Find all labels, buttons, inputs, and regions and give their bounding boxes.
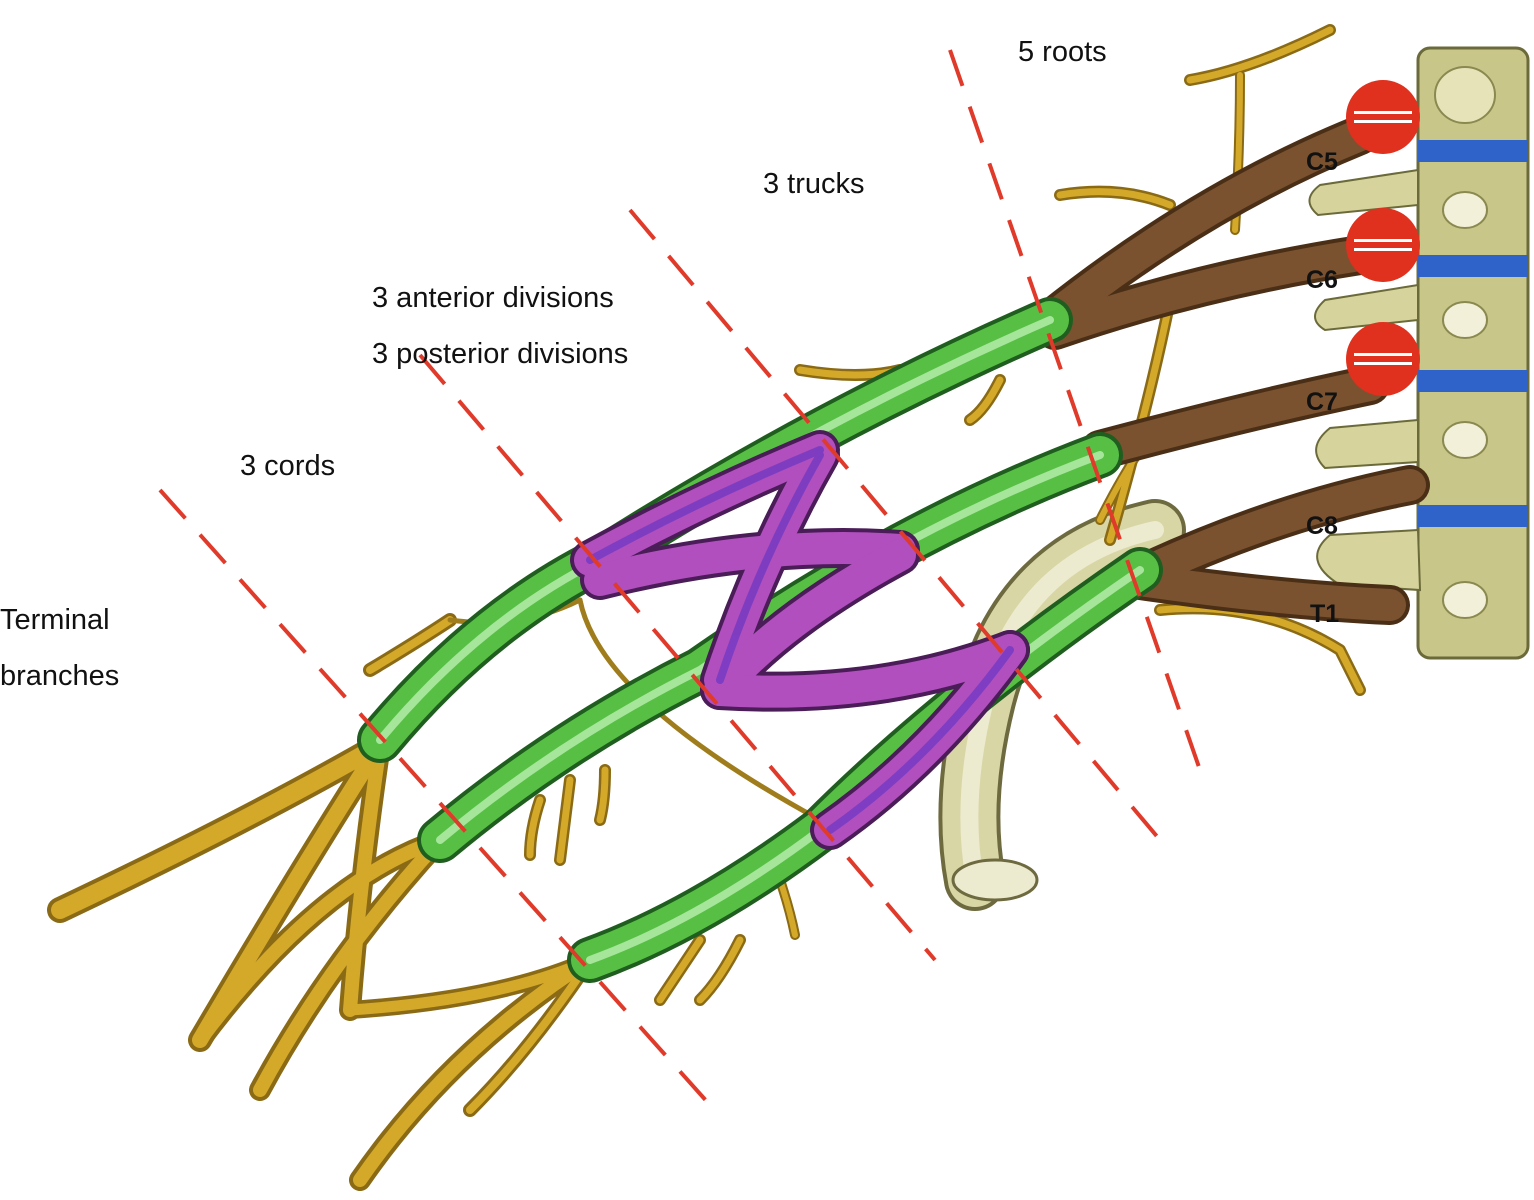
boundary-lines (158, 49, 1202, 1107)
posterior-divisions-label: 3 posterior divisions (372, 338, 629, 370)
root-label-c8: C8 (1306, 512, 1338, 540)
cords-label: 3 cords (240, 450, 336, 482)
no-entry-icon (1346, 322, 1420, 396)
boundary-line (948, 49, 1202, 771)
intervertebral-disc (1418, 505, 1528, 527)
root-label-c5: C5 (1306, 148, 1338, 176)
divisions (570, 430, 1030, 850)
boundary-line (158, 488, 712, 1107)
no-entry-icon (1346, 80, 1420, 154)
root-label-c7: C7 (1306, 388, 1338, 416)
boundary-line (418, 353, 937, 962)
boundary-line (628, 208, 1162, 842)
terminal-branches-label-line1: Terminal (0, 604, 110, 636)
terminal-branches-label-line2: branches (0, 660, 120, 692)
intervertebral-disc (1418, 140, 1528, 162)
root-label-t1: T1 (1310, 600, 1340, 628)
trunks-label: 3 trucks (763, 168, 865, 200)
root-label-c6: C6 (1306, 266, 1338, 294)
anterior-divisions-label: 3 anterior divisions (372, 282, 614, 314)
roots-label: 5 roots (1018, 36, 1107, 68)
no-entry-icon (1346, 208, 1420, 282)
intervertebral-disc (1418, 255, 1528, 277)
intervertebral-disc (1418, 370, 1528, 392)
vertebral-column (1308, 46, 1530, 660)
roots (1030, 115, 1430, 625)
